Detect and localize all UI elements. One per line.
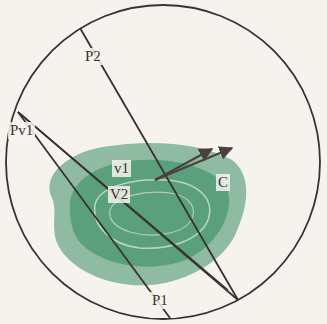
line: [80, 28, 238, 300]
point-label: C: [216, 174, 230, 191]
point-label: Pv1: [8, 122, 35, 139]
point-label: P1: [150, 292, 170, 309]
line: [18, 112, 238, 300]
line: [18, 112, 170, 318]
line: [18, 112, 228, 290]
vector-label: v1: [112, 160, 131, 177]
point-label: P2: [83, 48, 103, 65]
circle: [6, 5, 320, 319]
vector-label: V2: [108, 186, 130, 203]
vector-arrow: [155, 149, 212, 180]
